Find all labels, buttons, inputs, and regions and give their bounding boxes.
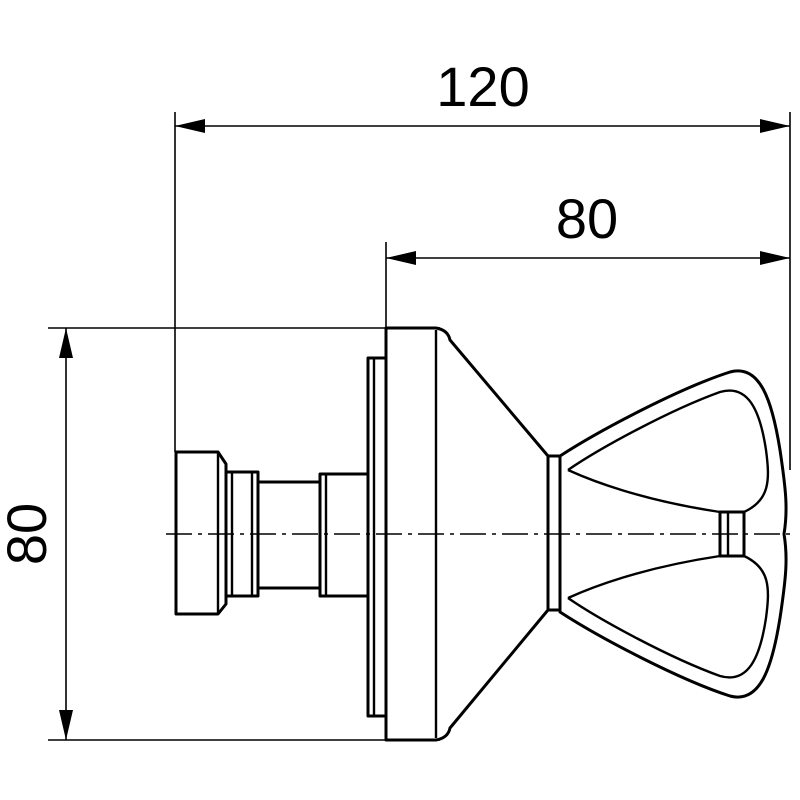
dimension-label-80-vertical: 80: [0, 503, 58, 565]
arrowhead-bottom: [59, 710, 73, 740]
dimension-handle-length: 80: [385, 187, 790, 328]
dimension-label-120: 120: [436, 55, 529, 118]
handle-upper-wing: [567, 389, 770, 514]
arrowhead-left: [175, 119, 205, 133]
arrowhead-top: [59, 328, 73, 358]
arrowhead-right: [760, 251, 790, 265]
stem-assembly: [174, 450, 370, 616]
handle-lower-ridge: [567, 554, 721, 600]
back-plate: [366, 356, 388, 718]
handle-lower-wing: [567, 554, 770, 679]
stem-right-collar: [318, 472, 370, 598]
back-plate-body: [366, 356, 388, 718]
arrowhead-left: [386, 251, 416, 265]
dimension-height: 80: [0, 327, 440, 741]
dimension-overall-length: 120: [174, 55, 791, 470]
handle-upper-ridge: [567, 468, 721, 514]
arrowhead-right: [760, 119, 790, 133]
stem-spindle: [256, 480, 322, 590]
dimension-label-80-horizontal: 80: [556, 187, 618, 250]
handle-neck: [546, 454, 562, 612]
